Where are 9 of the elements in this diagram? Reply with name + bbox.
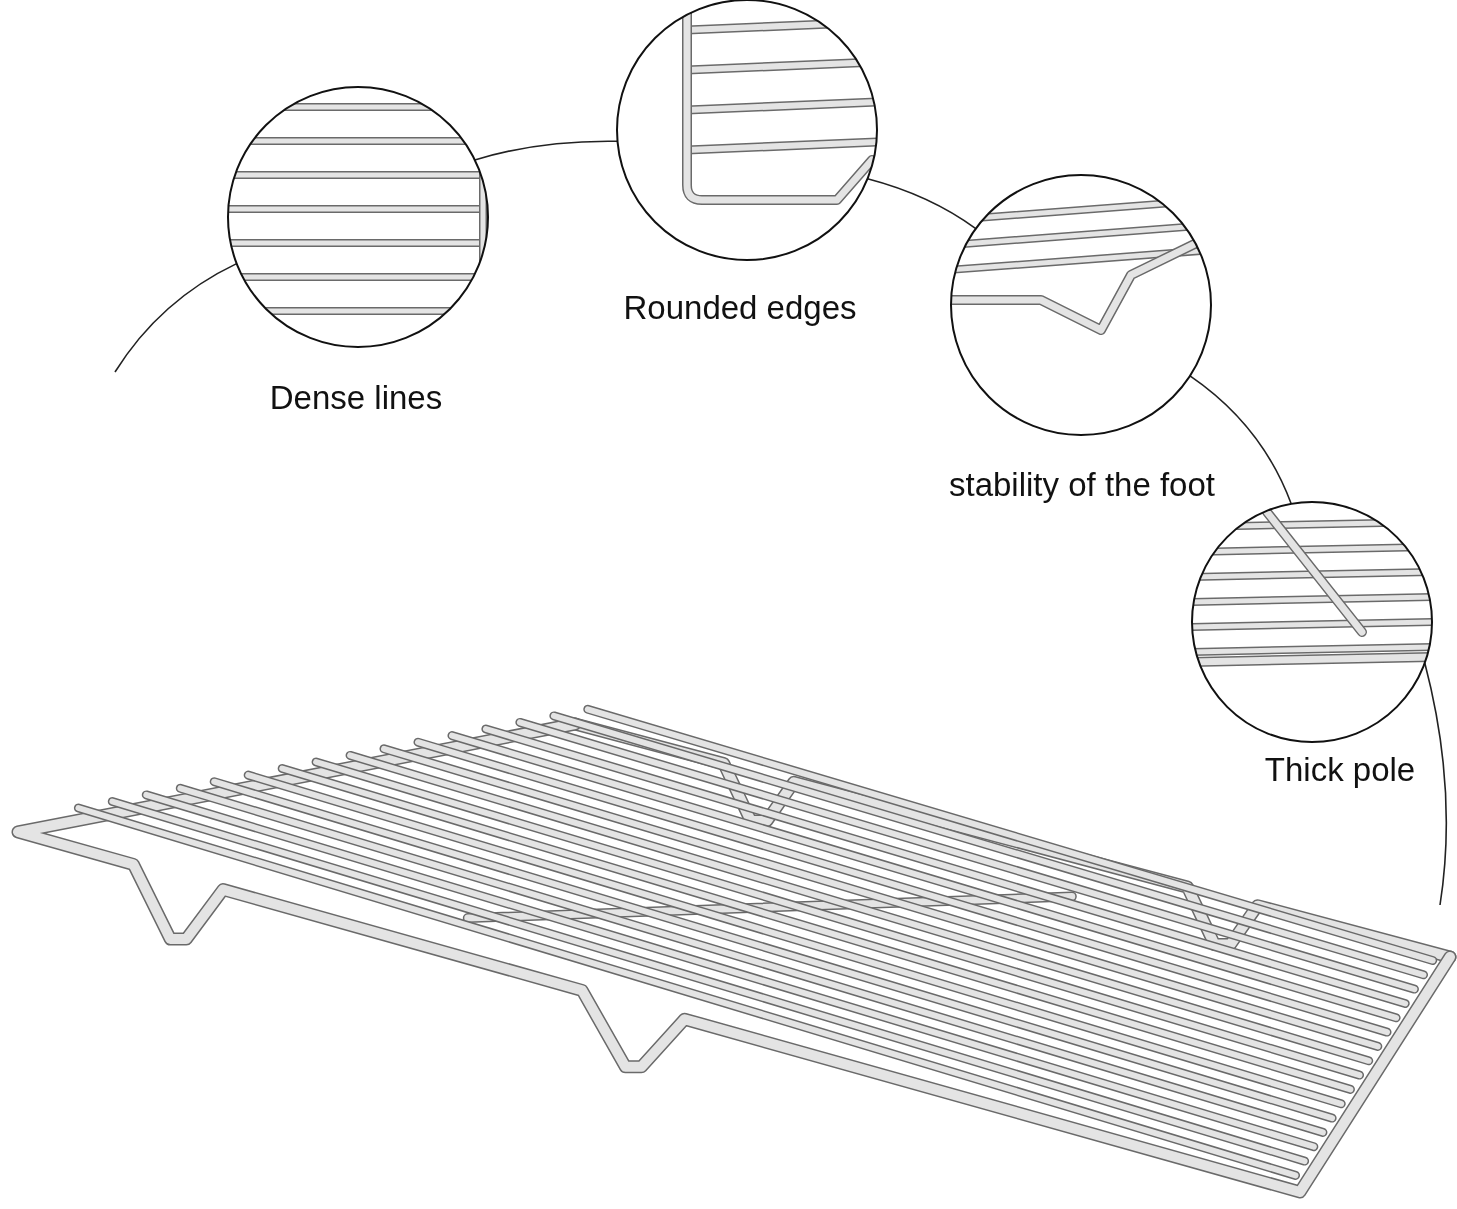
node-label: Thick pole [1263, 750, 1417, 790]
connector-line [1189, 375, 1292, 505]
connector-line [866, 177, 977, 230]
connector-line [114, 262, 238, 373]
node-label: Rounded edges [622, 288, 858, 328]
node-label: Dense lines [268, 378, 444, 418]
connector-line [1424, 662, 1448, 906]
node-label: stability of the foot [948, 465, 1216, 505]
connector-line [474, 140, 619, 161]
